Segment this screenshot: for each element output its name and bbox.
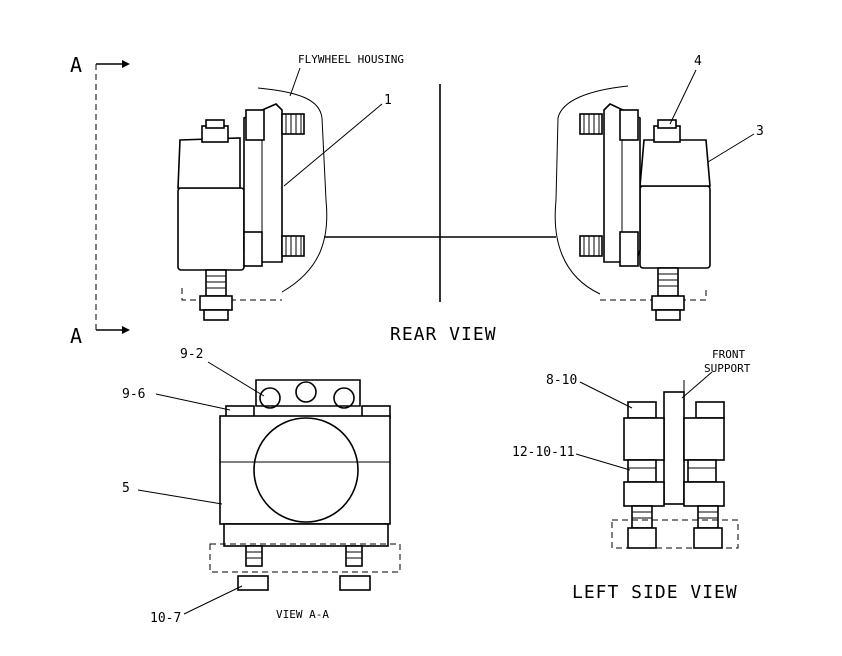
callout-3-leader — [707, 133, 755, 163]
callout-5: 5 — [122, 481, 130, 496]
callout-12-10-11: 12-10-11 — [512, 445, 575, 460]
front-support-leader — [681, 371, 713, 399]
section-marker-top: A — [70, 53, 82, 77]
callout-9-2-leader — [207, 361, 265, 397]
callout-8-10: 8-10 — [546, 373, 577, 388]
callout-4-leader — [669, 69, 697, 125]
callout-5-leader — [137, 489, 223, 505]
callout-10-7-leader — [183, 585, 243, 615]
flywheel-housing-leader — [289, 67, 301, 97]
section-line-a-a: A A — [70, 53, 130, 348]
front-support-label-line1: FRONT — [712, 348, 745, 361]
rear-view-right-mount — [554, 85, 711, 321]
rear-view-title: REAR VIEW — [390, 324, 497, 345]
callout-9-2: 9-2 — [180, 347, 203, 362]
callout-1: 1 — [384, 93, 392, 108]
flywheel-housing-label: FLYWHEEL HOUSING — [298, 53, 404, 66]
callout-1-leader — [283, 103, 383, 187]
callout-4: 4 — [694, 54, 702, 69]
callout-9-6-leader — [155, 393, 231, 411]
rear-view-left-mount — [177, 87, 328, 321]
left-side-view-title: LEFT SIDE VIEW — [572, 582, 738, 603]
front-support-label-line2: SUPPORT — [704, 362, 751, 375]
callout-8-10-leader — [579, 381, 633, 409]
section-marker-bottom: A — [70, 324, 82, 348]
callout-3: 3 — [756, 124, 764, 139]
callout-9-6: 9-6 — [122, 387, 145, 402]
view-a-a-mount — [209, 379, 401, 591]
left-side-view-mount — [611, 380, 739, 549]
callout-12-10-11-leader — [575, 453, 631, 471]
callout-10-7: 10-7 — [150, 611, 181, 626]
view-a-a-title: VIEW A-A — [276, 608, 329, 621]
